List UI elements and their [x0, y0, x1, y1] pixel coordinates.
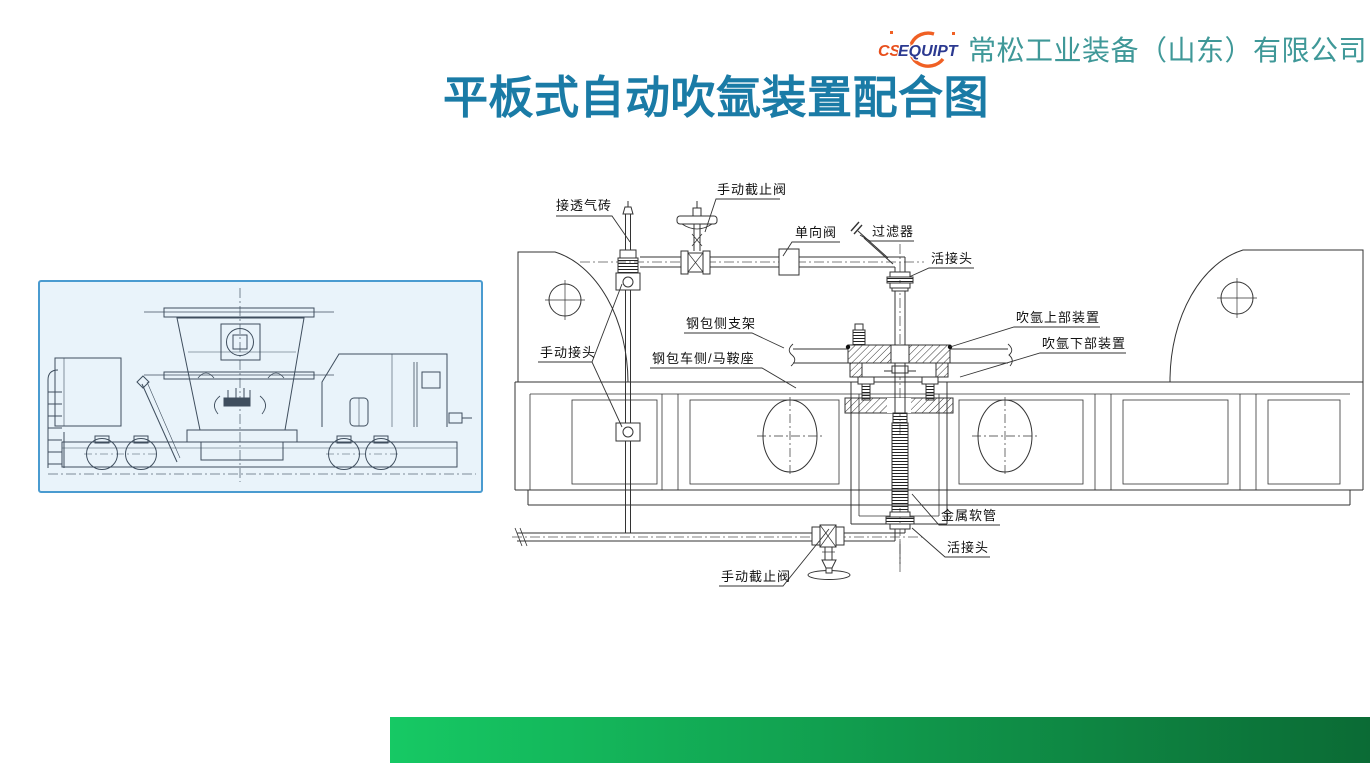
ladle	[176, 317, 305, 431]
diagram-label-manual-stop-valve-top: 手动截止阀	[717, 182, 788, 197]
diagram-label-ladle-side-bracket: 钢包侧支架	[686, 316, 757, 331]
ladle-car-drawing	[47, 288, 476, 482]
manual-stop-valve-bottom-part	[807, 524, 851, 580]
porous-plug-line	[615, 201, 641, 533]
diagram-label-union-upper: 活接头	[931, 251, 974, 266]
logo-cs-text: CS	[878, 43, 901, 60]
bottom-pipe	[514, 527, 906, 564]
filter-part	[850, 221, 894, 265]
diagram-label-check-valve: 单向阀	[795, 225, 838, 240]
metal-hose	[891, 422, 909, 513]
logo-swoosh-icon	[908, 31, 945, 68]
page-title: 平板式自动吹氩装置配合图	[443, 72, 990, 123]
company-logo: CS EQUIPT	[877, 30, 963, 68]
top-pipe	[640, 256, 906, 272]
company-name: 常松工业装备（山东）有限公司	[968, 35, 1368, 66]
car-lower-band	[514, 381, 1364, 525]
diagram-label-argon-lower-device: 吹氩下部装置	[1042, 336, 1127, 351]
assembly-diagram: 接透气砖 手动截止阀 单向阀 过滤器 活接头 钢包侧支架 吹氩上部装置 吹氩下部…	[512, 172, 1368, 598]
cabin	[321, 353, 448, 427]
manual-stop-valve-top-part	[676, 201, 718, 275]
diagram-label-union-lower: 活接头	[947, 540, 990, 555]
diagram-label-metal-hose: 金属软管	[941, 508, 998, 523]
ladle-car-figure	[38, 280, 483, 493]
logo-graphic: CS EQUIPT	[877, 31, 960, 68]
union-lower-fitting	[885, 511, 915, 530]
check-valve-part	[778, 248, 800, 276]
leader-lines	[538, 198, 1126, 587]
diagram-label-filter: 过滤器	[872, 224, 915, 239]
diagram-label-manual-stop-valve-bottom: 手动截止阀	[721, 569, 792, 584]
ladder	[47, 369, 65, 468]
assembly-drawing	[512, 198, 1364, 587]
ladle-side-bracket-plate	[788, 343, 1013, 367]
diagram-label-ladle-car-side-saddle: 钢包车侧/马鞍座	[652, 351, 755, 366]
logo-equipt-text: EQUIPT	[898, 43, 959, 60]
diagram-label-connect-porous-plug: 接透气砖	[556, 198, 613, 213]
wheels	[84, 435, 399, 470]
union-upper-fitting	[886, 271, 914, 413]
argon-device-assembly	[844, 323, 954, 424]
footer-accent-bar	[390, 717, 1370, 763]
diagram-label-manual-joint: 手动接头	[540, 345, 597, 360]
diagram-label-argon-upper-device: 吹氩上部装置	[1016, 310, 1101, 325]
